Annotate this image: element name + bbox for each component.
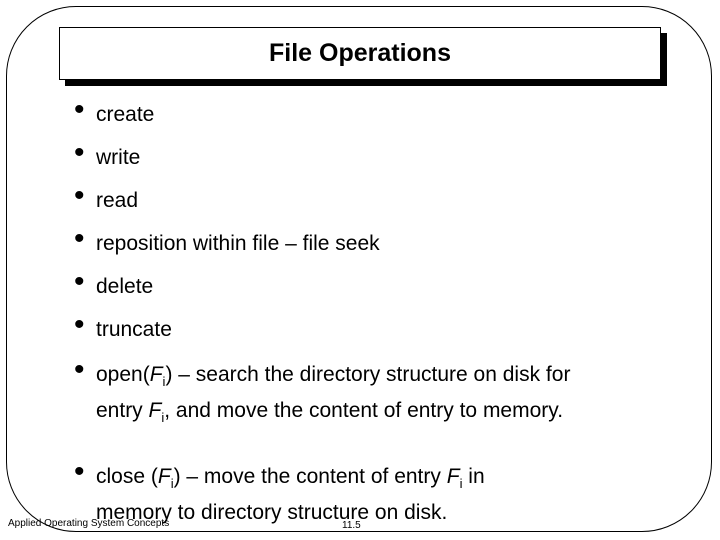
text-segment: F bbox=[148, 399, 162, 423]
bullet-icon: • bbox=[74, 265, 85, 298]
bullet-icon: • bbox=[74, 308, 85, 341]
bullet-icon: • bbox=[74, 136, 85, 169]
bullet-icon: • bbox=[74, 455, 85, 488]
bullet-text: read bbox=[96, 186, 138, 215]
bullet-icon: • bbox=[74, 222, 85, 255]
bullet-text: truncate bbox=[96, 315, 172, 344]
text-segment: create bbox=[96, 103, 155, 126]
text-segment: , and move the content of entry to memor… bbox=[164, 399, 564, 423]
text-segment: i bbox=[459, 476, 463, 492]
bullet-text: close (Fi) – move the content of entry F… bbox=[96, 462, 554, 527]
text-segment: reposition within file – file seek bbox=[96, 232, 380, 255]
text-segment: read bbox=[96, 189, 139, 212]
text-segment: delete bbox=[96, 275, 154, 298]
text-segment: F bbox=[149, 363, 163, 386]
text-segment: i bbox=[161, 410, 165, 426]
bullet-text: reposition within file – file seek bbox=[96, 229, 380, 258]
text-segment: ) – move the content of entry bbox=[173, 465, 447, 488]
bullet-item: • truncate bbox=[74, 310, 172, 344]
bullet-item: • delete bbox=[74, 267, 153, 301]
title-box: File Operations bbox=[59, 27, 661, 80]
bullet-item: • open(Fi) – search the directory struct… bbox=[74, 355, 614, 432]
text-segment: close ( bbox=[96, 465, 158, 488]
bullet-item: • create bbox=[74, 95, 154, 129]
text-segment: i bbox=[162, 374, 166, 390]
bullet-icon: • bbox=[74, 353, 85, 386]
footer-page-number: 11.5 bbox=[342, 520, 361, 531]
bullet-item: • read bbox=[74, 181, 138, 215]
bullet-item: • reposition within file – file seek bbox=[74, 224, 380, 258]
bullet-icon: • bbox=[74, 93, 85, 126]
bullet-item: • close (Fi) – move the content of entry… bbox=[74, 457, 554, 527]
bullet-text: delete bbox=[96, 272, 153, 301]
bullet-text: open(Fi) – search the directory structur… bbox=[96, 360, 614, 432]
bullet-text: write bbox=[96, 143, 140, 172]
text-segment: F bbox=[157, 465, 171, 488]
bullet-text: create bbox=[96, 100, 154, 129]
bullet-icon: • bbox=[74, 179, 85, 212]
text-segment: ) – search the directory structure on di… bbox=[96, 363, 571, 423]
text-segment: i bbox=[170, 476, 174, 492]
bullet-item: • write bbox=[74, 138, 140, 172]
text-segment: write bbox=[96, 146, 141, 169]
text-segment: truncate bbox=[96, 318, 172, 341]
text-segment: open( bbox=[96, 363, 150, 386]
footer-course: Applied Operating System Concepts bbox=[8, 518, 170, 529]
slide-frame bbox=[6, 6, 712, 532]
text-segment: F bbox=[446, 465, 460, 488]
slide-title: File Operations bbox=[269, 39, 451, 67]
text-segment: in memory to directory structure on disk… bbox=[96, 465, 485, 525]
